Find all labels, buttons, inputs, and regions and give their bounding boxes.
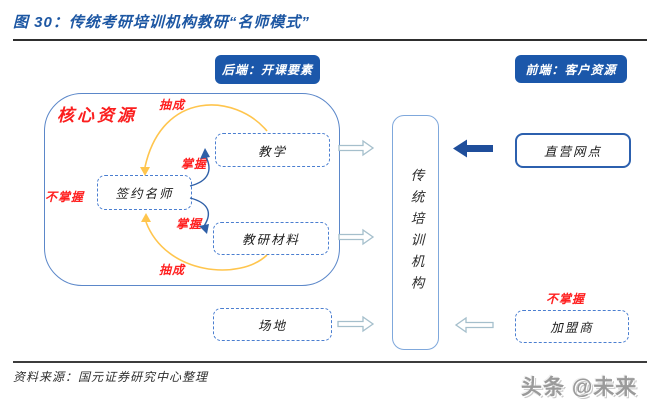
node-traditional-institution-label: 传统培训机构 — [408, 168, 424, 297]
node-signed-teacher: 签约名师 — [97, 175, 192, 210]
core-resources-label: 核心资源 — [57, 106, 137, 125]
footer-divider — [13, 361, 647, 363]
source-note: 资料来源：国元证券研究中心整理 — [13, 370, 209, 384]
figure-title: 图 30：传统考研培训机构教研“名师模式” — [13, 14, 310, 31]
node-franchisee: 加盟商 — [515, 310, 629, 343]
hollow-arrow-left-icon — [454, 316, 494, 334]
label-commission-top: 抽成 — [159, 98, 186, 112]
frontend-tag: 前端：客户资源 — [515, 55, 627, 83]
node-direct-outlets: 直营网点 — [515, 133, 631, 168]
label-master-top: 掌握 — [181, 157, 208, 171]
hollow-arrow-right-icon — [338, 139, 375, 157]
node-venue: 场地 — [213, 308, 332, 341]
label-not-master-right: 不掌握 — [546, 292, 586, 306]
label-commission-bottom: 抽成 — [159, 263, 186, 277]
hollow-arrow-right-icon — [338, 228, 375, 246]
watermark: 头条 @未来智库 — [521, 376, 638, 399]
label-master-bottom: 掌握 — [176, 217, 203, 231]
solid-arrow-left-icon — [453, 139, 493, 158]
label-not-master-left: 不掌握 — [45, 190, 85, 204]
hollow-arrow-right-icon — [337, 315, 375, 333]
node-traditional-institution: 传统培训机构 — [392, 115, 439, 350]
title-divider — [13, 39, 647, 41]
core-resources-container — [44, 93, 340, 286]
backend-tag: 后端：开课要素 — [215, 55, 320, 84]
node-teaching: 教学 — [215, 133, 330, 167]
node-research-materials: 教研材料 — [213, 222, 329, 255]
